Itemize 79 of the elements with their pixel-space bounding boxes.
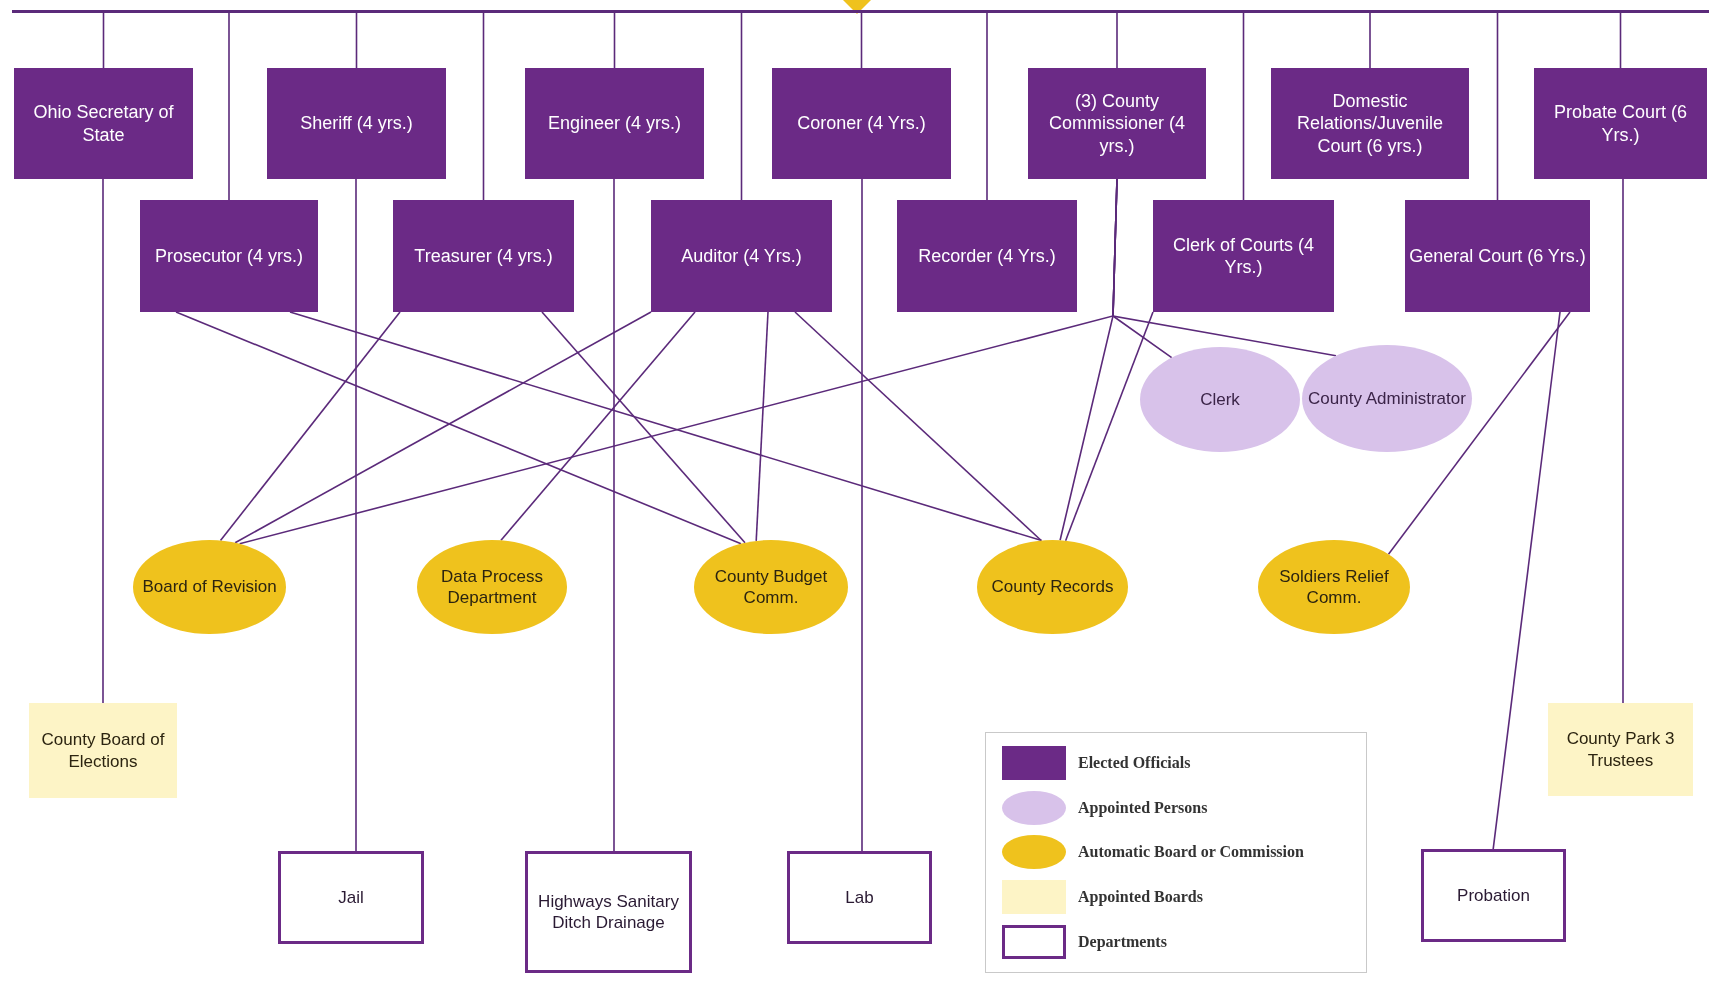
node-label: Board of Revision bbox=[142, 576, 277, 598]
appointed-board-box bbox=[1548, 703, 1693, 796]
node-label: Ohio Secretary of State bbox=[32, 101, 175, 146]
node-label: Prosecutor (4 yrs.) bbox=[154, 244, 303, 268]
connector-line bbox=[613, 12, 616, 69]
connector-line bbox=[740, 12, 743, 201]
connector-line bbox=[228, 12, 230, 201]
department-box bbox=[787, 851, 932, 944]
elected-official-box bbox=[14, 68, 193, 179]
department-box bbox=[278, 851, 424, 944]
legend-label: Appointed Boards bbox=[1078, 887, 1203, 908]
elected-official-box bbox=[1534, 68, 1707, 179]
elected-official-box bbox=[1405, 200, 1590, 312]
node-label: Coroner (4 Yrs.) bbox=[797, 112, 926, 135]
connector-line bbox=[860, 12, 863, 69]
connector-line bbox=[1242, 12, 1245, 201]
node-label: Domestic Relations/Juvenile Court (6 yrs.) bbox=[1295, 89, 1445, 158]
legend-label: Elected Officials bbox=[1078, 753, 1191, 774]
legend-label: Departments bbox=[1078, 931, 1167, 953]
elected-official-box bbox=[1028, 68, 1206, 179]
elected-official-box bbox=[525, 68, 704, 179]
node-label: General Court (6 Yrs.) bbox=[1409, 244, 1586, 268]
connector-line bbox=[175, 311, 742, 545]
connector-line bbox=[102, 12, 105, 69]
connector-line bbox=[1622, 178, 1624, 704]
elected-official-box bbox=[267, 68, 446, 179]
node-label: County Board of Elections bbox=[40, 729, 166, 772]
node-label: Jail bbox=[338, 886, 364, 909]
node-label: Lab bbox=[845, 886, 874, 909]
elected-official-box bbox=[1271, 68, 1469, 179]
elected-official-box bbox=[772, 68, 951, 179]
connector-line bbox=[355, 178, 357, 852]
legend-label: Appointed Persons bbox=[1078, 797, 1208, 819]
connector-line bbox=[541, 311, 746, 544]
node-label: Highways Sanitary Ditch Drainage bbox=[537, 890, 680, 934]
node-label: Auditor (4 Yrs.) bbox=[681, 244, 802, 268]
elected-official-box bbox=[1153, 200, 1334, 312]
connector-line bbox=[1369, 12, 1371, 69]
connector-line bbox=[234, 311, 652, 544]
node-label: Sheriff (4 yrs.) bbox=[300, 112, 413, 135]
node-label: Treasurer (4 yrs.) bbox=[414, 244, 553, 268]
connector-line bbox=[613, 178, 615, 852]
elected-official-box bbox=[393, 200, 574, 312]
node-label: Recorder (4 Yrs.) bbox=[918, 244, 1056, 268]
elected-official-box bbox=[897, 200, 1077, 312]
bus-line bbox=[12, 10, 1709, 13]
node-label: Soldiers Relief Comm. bbox=[1278, 565, 1390, 609]
node-label: Engineer (4 yrs.) bbox=[547, 112, 682, 135]
elected-official-box bbox=[140, 200, 318, 312]
appointed-board-box bbox=[29, 703, 177, 798]
connector-line bbox=[1387, 311, 1571, 556]
connector-line bbox=[500, 311, 696, 542]
connector-line bbox=[102, 178, 104, 704]
node-label: (3) County Commissioner (4 yrs.) bbox=[1048, 89, 1186, 158]
node-label: County Budget Comm. bbox=[713, 565, 829, 609]
connector-line bbox=[794, 311, 1042, 542]
connector-line bbox=[755, 311, 769, 542]
node-label: County Park 3 Trustees bbox=[1565, 728, 1676, 771]
node-label: Clerk of Courts (4 Yrs.) bbox=[1171, 233, 1315, 279]
connector-line bbox=[861, 178, 863, 852]
department-box bbox=[525, 851, 692, 973]
department-box bbox=[1421, 849, 1566, 942]
connector-line bbox=[1492, 311, 1561, 850]
node-label: County Records bbox=[991, 576, 1114, 598]
connector-line bbox=[1064, 311, 1154, 542]
connector-line bbox=[482, 12, 485, 201]
connector-line bbox=[1496, 12, 1499, 201]
connector-line bbox=[355, 12, 358, 69]
connector-line bbox=[1619, 12, 1622, 69]
elected-official-box bbox=[651, 200, 832, 312]
node-label: County Administrator bbox=[1308, 387, 1466, 410]
connector-line bbox=[986, 12, 988, 201]
node-label: Data Process Department bbox=[439, 565, 544, 609]
connector-line bbox=[1116, 12, 1118, 69]
node-label: Probation bbox=[1457, 884, 1530, 907]
connector-line bbox=[219, 311, 401, 542]
node-label: Probate Court (6 Yrs.) bbox=[1552, 101, 1689, 146]
node-label: Clerk bbox=[1200, 388, 1240, 411]
legend-label: Automatic Board or Commission bbox=[1078, 842, 1304, 863]
